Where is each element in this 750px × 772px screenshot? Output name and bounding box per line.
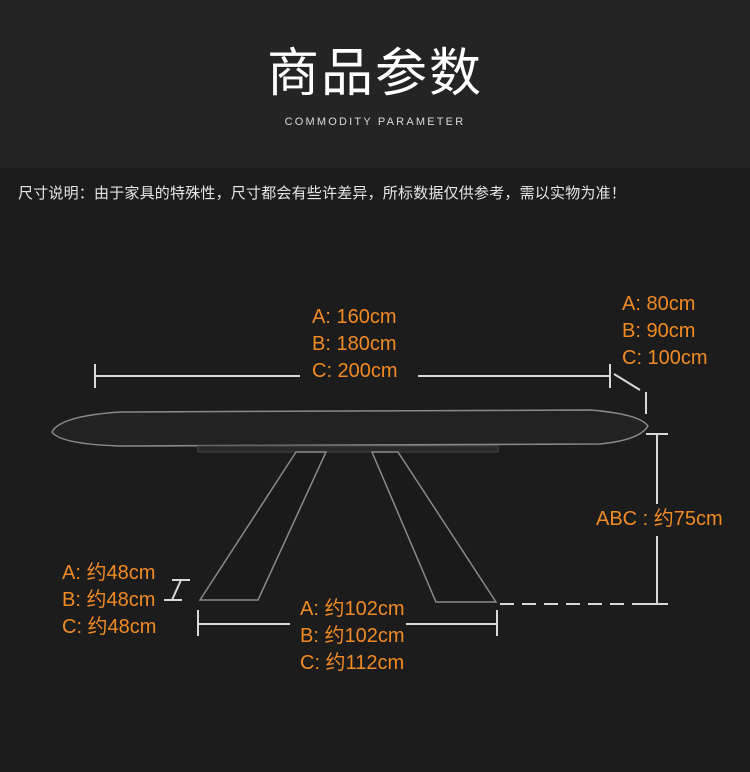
base-span-b: B: 约102cm bbox=[300, 625, 405, 647]
tabletop-underside bbox=[197, 445, 499, 453]
base-span-c: C: 约112cm bbox=[300, 652, 405, 674]
tabletop bbox=[51, 409, 649, 447]
foot-width-label: A: 约48cm B: 约48cm C: 约48cm bbox=[62, 560, 156, 641]
thickness-a: A: 80cm bbox=[622, 293, 696, 315]
length-a: A: 160cm bbox=[312, 306, 397, 328]
length-b: B: 180cm bbox=[312, 333, 397, 355]
foot-width-a: A: 约48cm bbox=[62, 562, 156, 584]
table-legs bbox=[198, 451, 498, 603]
length-label: A: 160cm B: 180cm C: 200cm bbox=[312, 304, 398, 385]
header-banner bbox=[0, 0, 750, 168]
page-subtitle: COMMODITY PARAMETER bbox=[284, 116, 466, 128]
thickness-b: B: 90cm bbox=[622, 320, 696, 342]
thickness-c: C: 100cm bbox=[622, 347, 708, 369]
thickness-label: A: 80cm B: 90cm C: 100cm bbox=[622, 291, 708, 372]
length-c: C: 200cm bbox=[312, 360, 398, 382]
base-span-a: A: 约102cm bbox=[300, 598, 405, 620]
base-span-dimension-line bbox=[197, 610, 498, 636]
height-dimension-line bbox=[646, 433, 668, 605]
page-title: 商品参数 bbox=[266, 44, 483, 104]
length-dimension-line bbox=[94, 364, 611, 388]
thickness-marker bbox=[613, 373, 647, 414]
foot-width-marker bbox=[164, 579, 190, 601]
height-label: ABC : 约75cm bbox=[596, 508, 723, 530]
base-span-label: A: 约102cm B: 约102cm C: 约112cm bbox=[300, 596, 404, 677]
size-disclaimer: 尺寸说明：由于家具的特殊性，尺寸都会有些许差异，所标数据仅供参考，需以实物为准！ bbox=[18, 184, 627, 202]
diagram-area bbox=[0, 168, 750, 772]
foot-width-b: B: 约48cm bbox=[62, 589, 156, 611]
foot-width-c: C: 约48cm bbox=[62, 616, 157, 638]
